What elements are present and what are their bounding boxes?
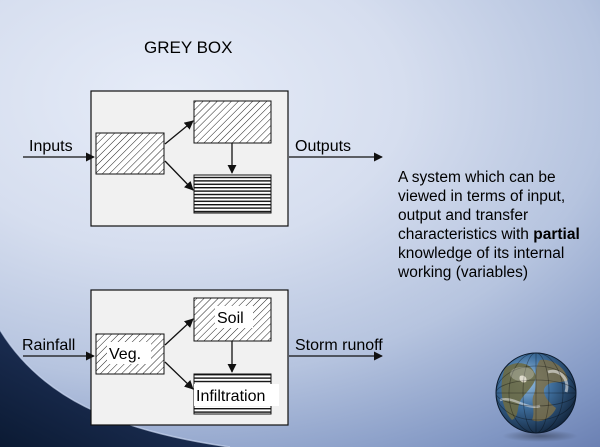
bottom-arrow-to-infiltration: [164, 361, 194, 390]
diagram-bottom: Rainfall Veg. Soil Infiltration Storm ru…: [22, 289, 383, 426]
veg-label-bg: [107, 342, 151, 364]
top-input-label: Inputs: [29, 138, 73, 155]
bottom-arrow-to-soil: [164, 318, 194, 346]
soil-store: [193, 297, 272, 342]
storm-runoff-label: Storm runoff: [295, 337, 383, 354]
rainfall-label: Rainfall: [22, 337, 75, 354]
slide-title: GREY BOX: [144, 38, 233, 57]
infiltration-label-bg: [194, 384, 279, 406]
diagram-top: Inputs Outputs: [23, 90, 383, 227]
globe-icon: [495, 352, 578, 442]
top-lower-store: [193, 174, 272, 214]
description-text: A system which can be viewed in terms of…: [398, 168, 598, 282]
soil-label-bg: [215, 306, 253, 328]
description-emphasis: partial: [533, 226, 580, 243]
description-part-2: knowledge of its internal working (varia…: [398, 245, 565, 281]
top-upper-store: [193, 100, 272, 144]
description-part-1: A system which can be viewed in terms of…: [398, 169, 566, 243]
soil-label: Soil: [217, 310, 244, 327]
top-arrow-to-lower: [164, 160, 194, 191]
top-output-label: Outputs: [295, 138, 351, 155]
top-input-store: [95, 132, 165, 175]
infiltration-label: Infiltration: [196, 388, 265, 405]
top-arrow-to-upper: [164, 120, 194, 145]
veg-label: Veg.: [109, 346, 141, 363]
